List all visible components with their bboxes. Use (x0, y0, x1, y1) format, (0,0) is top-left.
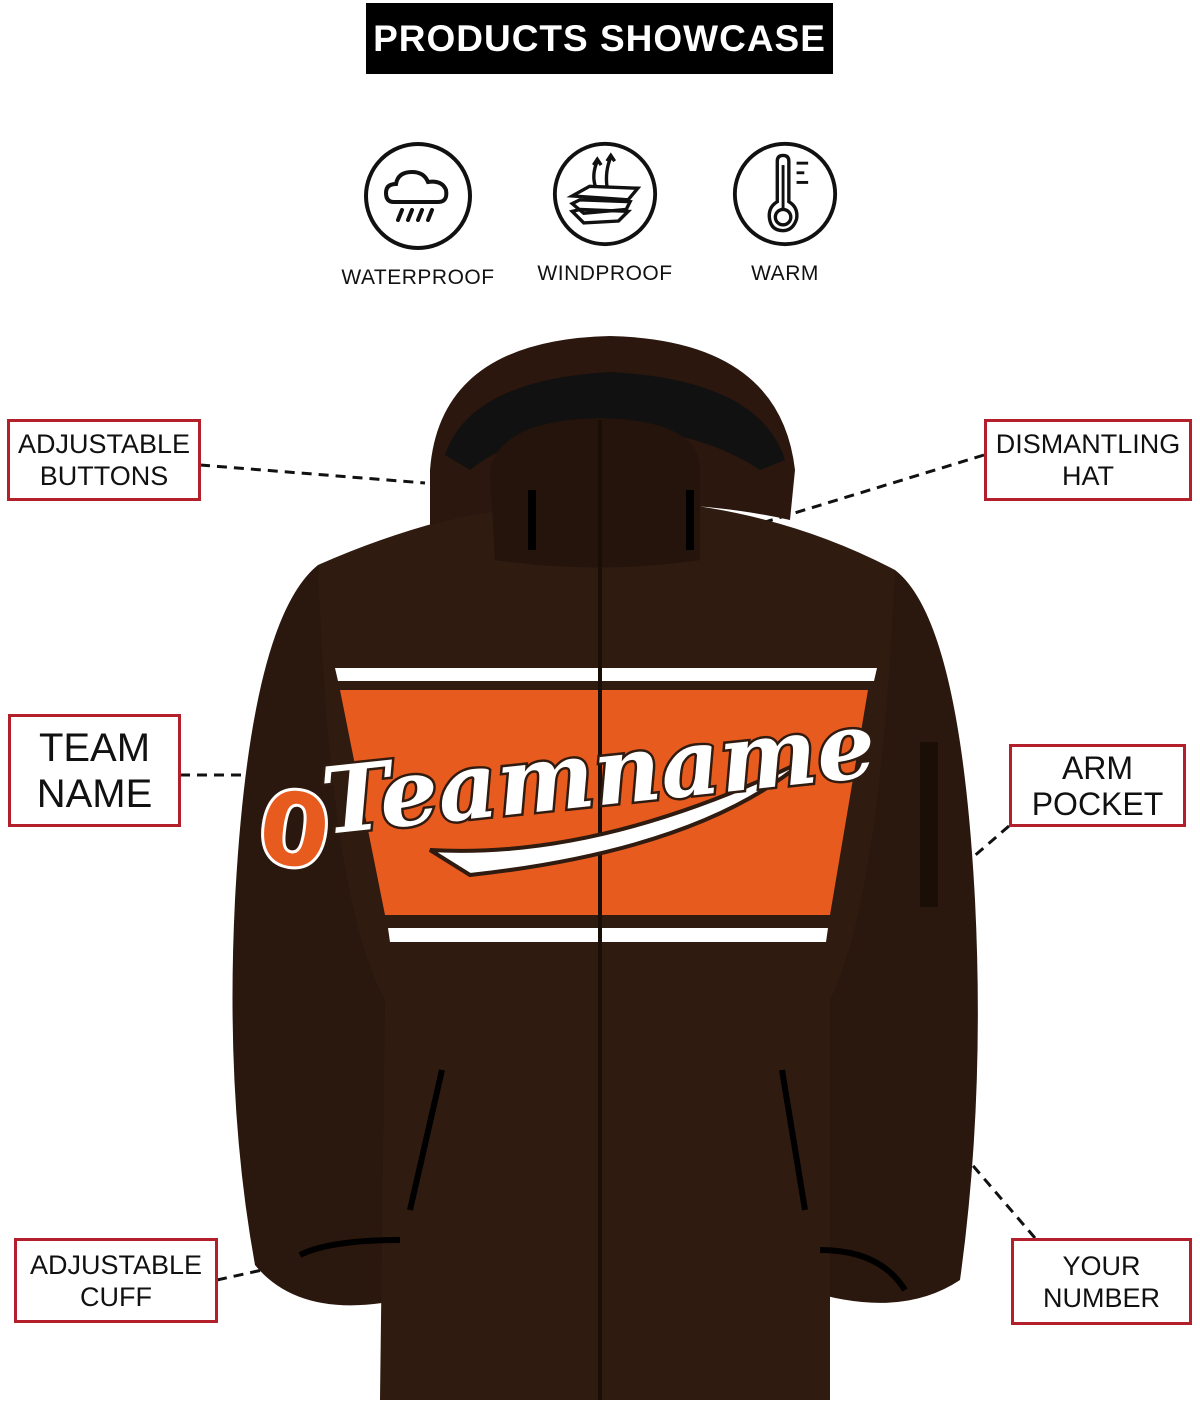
collar-toggle-right (686, 490, 694, 550)
collar (490, 418, 700, 568)
callout-line: HAT (1062, 461, 1114, 491)
left-cuff-tab (298, 1237, 401, 1258)
left-hand-pocket (407, 1069, 445, 1211)
callout-line: BUTTONS (39, 461, 169, 491)
layers-wind-icon (552, 141, 658, 247)
feature-label: WINDPROOF (537, 262, 673, 285)
right-hand-pocket (779, 1069, 808, 1211)
cloud-rain-icon (364, 142, 472, 250)
callout-line: POCKET (1031, 785, 1164, 822)
white-stripe-top (335, 668, 877, 681)
callout-line: CUFF (80, 1281, 152, 1312)
arm-pocket-zipper (920, 742, 938, 907)
right-cuff-tab (819, 1247, 908, 1292)
feature-windproof: WINDPROOF (515, 140, 695, 286)
callout-adjustable-buttons: ADJUSTABLE BUTTONS (7, 419, 201, 501)
feature-label: WATERPROOF (341, 266, 495, 289)
feature-label: WARM (751, 262, 819, 285)
callout-line: DISMANTLING (995, 429, 1181, 459)
callout-adjustable-cuff: ADJUSTABLE CUFF (14, 1238, 218, 1323)
feature-waterproof: WATERPROOF (328, 140, 508, 290)
feature-warm: WARM (695, 140, 875, 286)
jacket-body (318, 505, 895, 1400)
script-tail (428, 758, 807, 878)
callout-arm-pocket: ARM POCKET (1009, 744, 1186, 827)
callout-your-number: YOUR NUMBER (1011, 1238, 1192, 1325)
callout-team-name: TEAM NAME (8, 714, 181, 827)
thermometer-icon (732, 141, 838, 247)
leader-line-buttons (199, 463, 426, 485)
callout-line: NAME (36, 771, 153, 816)
callout-line: ADJUSTABLE (29, 1249, 203, 1280)
callout-dismantling-hat: DISMANTLING HAT (984, 419, 1192, 501)
collar-toggle-left (528, 490, 536, 550)
callout-line: NUMBER (1042, 1282, 1160, 1313)
callout-line: TEAM (38, 725, 151, 770)
callout-line: ADJUSTABLE (17, 429, 191, 459)
white-stripe-bottom (388, 928, 828, 942)
callout-line: YOUR (1062, 1250, 1141, 1281)
page-title: PRODUCTS SHOWCASE (366, 3, 833, 74)
callout-line: ARM (1061, 749, 1134, 786)
